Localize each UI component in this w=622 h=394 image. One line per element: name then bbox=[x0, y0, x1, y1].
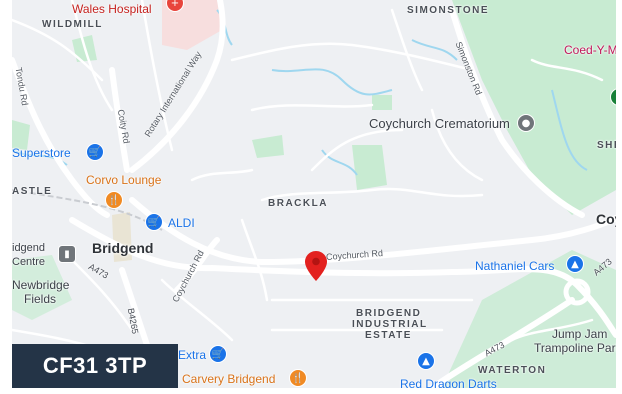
area-label-industrial-3: ESTATE bbox=[365, 330, 412, 341]
area-label-industrial-1: BRIDGEND bbox=[356, 308, 422, 319]
area-label-wildmill: WILDMILL bbox=[42, 19, 103, 30]
poi-label-superstore[interactable]: Superstore bbox=[12, 146, 71, 160]
area-label-she: SHE bbox=[597, 140, 616, 151]
poi-label-corvo[interactable]: Corvo Lounge bbox=[86, 173, 162, 187]
place-label-bridgend-centre-2: Centre bbox=[12, 256, 46, 268]
area-label-industrial-2: INDUSTRIAL bbox=[352, 319, 428, 330]
building-icon[interactable]: ▮ bbox=[58, 245, 76, 263]
poi-label-aldi[interactable]: ALDI bbox=[168, 216, 195, 230]
place-label-newbridge-2: Fields bbox=[24, 292, 57, 306]
location-pin-icon[interactable] bbox=[305, 251, 327, 281]
poi-label-jump-2[interactable]: Trampoline Park bbox=[534, 341, 616, 355]
poi-label-extra[interactable]: Extra bbox=[178, 348, 207, 362]
map-view[interactable]: WILDMILL SIMONSTONE BRACKLA ASTLE BRIDGE… bbox=[12, 0, 616, 388]
map-base-layer bbox=[12, 0, 616, 388]
store-icon[interactable]: ▲ bbox=[417, 352, 435, 370]
car-dealer-icon[interactable]: ▲ bbox=[566, 255, 584, 273]
town-label-coychurch: Coy bbox=[596, 211, 616, 227]
poi-label-coed[interactable]: Coed-Y-M bbox=[564, 43, 616, 57]
shopping-cart-icon[interactable]: 🛒 bbox=[209, 345, 227, 363]
shopping-cart-icon[interactable]: 🛒 bbox=[145, 213, 163, 231]
restaurant-icon[interactable]: 🍴 bbox=[105, 191, 123, 209]
area-label-castle: ASTLE bbox=[12, 186, 53, 197]
place-marker-icon[interactable]: ● bbox=[517, 114, 535, 132]
poi-label-jump-1[interactable]: Jump Jam bbox=[552, 327, 608, 341]
area-label-simonstone: SIMONSTONE bbox=[407, 5, 490, 16]
town-label-bridgend: Bridgend bbox=[92, 240, 154, 256]
place-label-bridgend-centre-1: idgend bbox=[12, 242, 46, 254]
poi-label-crematorium[interactable]: Coychurch Crematorium bbox=[369, 116, 510, 131]
shopping-cart-icon[interactable]: 🛒 bbox=[86, 143, 104, 161]
restaurant-icon[interactable]: 🍴 bbox=[289, 369, 307, 387]
poi-label-hospital[interactable]: Wales Hospital bbox=[72, 2, 152, 16]
poi-label-carvery[interactable]: Carvery Bridgend bbox=[182, 372, 276, 386]
place-label-newbridge-1: Newbridge bbox=[12, 278, 70, 292]
area-label-brackla: BRACKLA bbox=[268, 198, 328, 209]
poi-label-red-dragon[interactable]: Red Dragon Darts bbox=[400, 377, 497, 388]
area-label-waterton: WATERTON bbox=[478, 365, 547, 376]
poi-label-nathaniel[interactable]: Nathaniel Cars bbox=[475, 259, 555, 273]
postcode-label: CF31 3TP bbox=[12, 344, 178, 388]
